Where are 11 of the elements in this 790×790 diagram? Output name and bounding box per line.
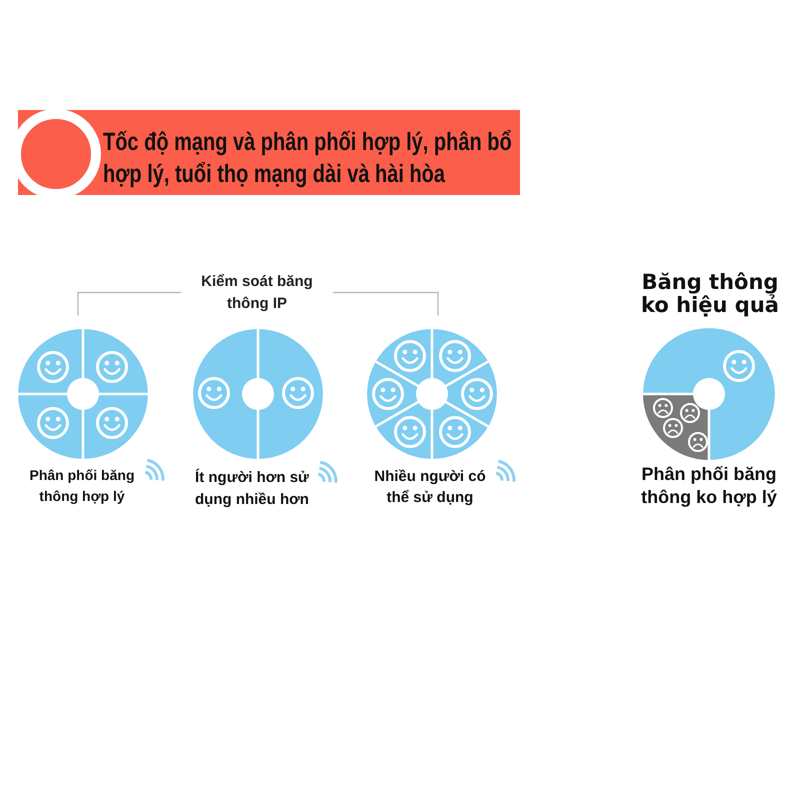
caption-text: Ít người hơn sử dụng nhiều hơn	[194, 468, 310, 510]
title-text: Tốc độ mạng và phân phối hợp lý, phân bổ hợp lý, tuổi thọ mạng dài và hài hòa	[103, 127, 513, 190]
heading-text: Băng thông ko hiệu quả	[640, 271, 780, 317]
segmented-disc	[643, 328, 775, 460]
group-label: Kiểm soát băng thông IP	[200, 272, 314, 314]
caption-text: Phân phối băng thông hợp lý	[28, 466, 136, 506]
segmented-disc	[367, 329, 497, 459]
segmented-disc	[193, 329, 323, 459]
caption-text: Phân phối băng thông ko hợp lý	[640, 463, 778, 509]
caption-text: Nhiều người có thể sử dụng	[373, 467, 487, 508]
segmented-disc	[18, 329, 148, 459]
